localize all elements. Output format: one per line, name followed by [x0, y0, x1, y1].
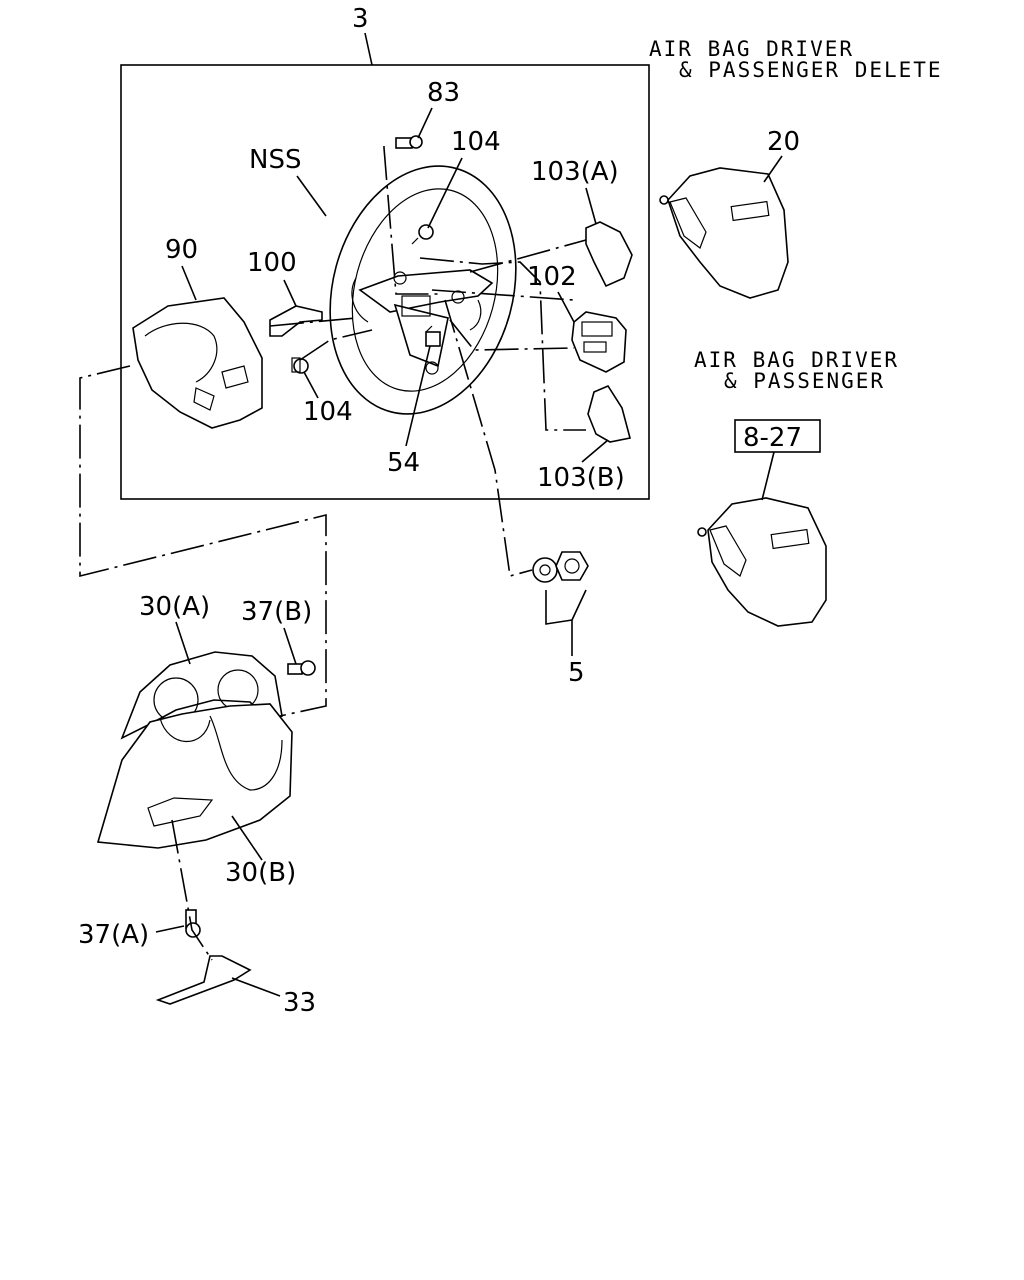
- screw-104-top[interactable]: [411, 224, 434, 245]
- label-102: 102: [527, 262, 577, 292]
- bracket-100[interactable]: [269, 305, 323, 337]
- label-assembly: 3: [352, 4, 369, 34]
- label-104-bottom: 104: [303, 397, 353, 427]
- connection-lines: [79, 146, 587, 961]
- label-30a: 30(A): [139, 592, 210, 622]
- airbag-pad[interactable]: [697, 497, 827, 627]
- switch-102[interactable]: [571, 311, 627, 373]
- label-100: 100: [247, 248, 297, 278]
- note-airbag-line1: AIR BAG DRIVER: [694, 348, 899, 372]
- label-nss: NSS: [249, 145, 301, 175]
- steering-wheel[interactable]: [303, 145, 542, 435]
- label-103b: 103(B): [537, 463, 625, 493]
- leader-assembly: [364, 32, 373, 66]
- screw-83[interactable]: [395, 135, 423, 149]
- screw-104-bottom[interactable]: [291, 357, 309, 374]
- cover-103a[interactable]: [585, 221, 633, 288]
- screw-37b[interactable]: [287, 660, 316, 676]
- plate-33[interactable]: [155, 955, 252, 1005]
- label-104-top: 104: [451, 127, 501, 157]
- pad-20[interactable]: [659, 167, 789, 299]
- column-cover-30b[interactable]: [96, 703, 293, 849]
- note-delete-line2: & PASSENGER DELETE: [679, 58, 943, 82]
- note-airbag-line2: & PASSENGER: [724, 369, 885, 393]
- label-33: 33: [283, 988, 316, 1018]
- label-5: 5: [568, 658, 585, 688]
- label-103a: 103(A): [531, 157, 619, 187]
- label-54: 54: [387, 448, 420, 478]
- assembly-frame: [120, 64, 650, 500]
- label-90: 90: [165, 235, 198, 265]
- reference-box[interactable]: [734, 419, 821, 453]
- label-30b: 30(B): [225, 858, 296, 888]
- column-cover-90[interactable]: [132, 297, 263, 429]
- label-37b: 37(B): [241, 597, 312, 627]
- connector-54[interactable]: [425, 325, 441, 347]
- screw-37a[interactable]: [185, 909, 201, 938]
- label-20: 20: [767, 127, 800, 157]
- label-83: 83: [427, 78, 460, 108]
- label-8-27: 8-27: [743, 423, 802, 453]
- nut-washer-5[interactable]: [532, 551, 589, 583]
- cover-103b[interactable]: [587, 384, 631, 443]
- leader-lines: [155, 107, 783, 997]
- note-delete-line1: AIR BAG DRIVER: [649, 37, 854, 61]
- leader-ref-box: [761, 451, 775, 501]
- label-37a: 37(A): [78, 920, 149, 950]
